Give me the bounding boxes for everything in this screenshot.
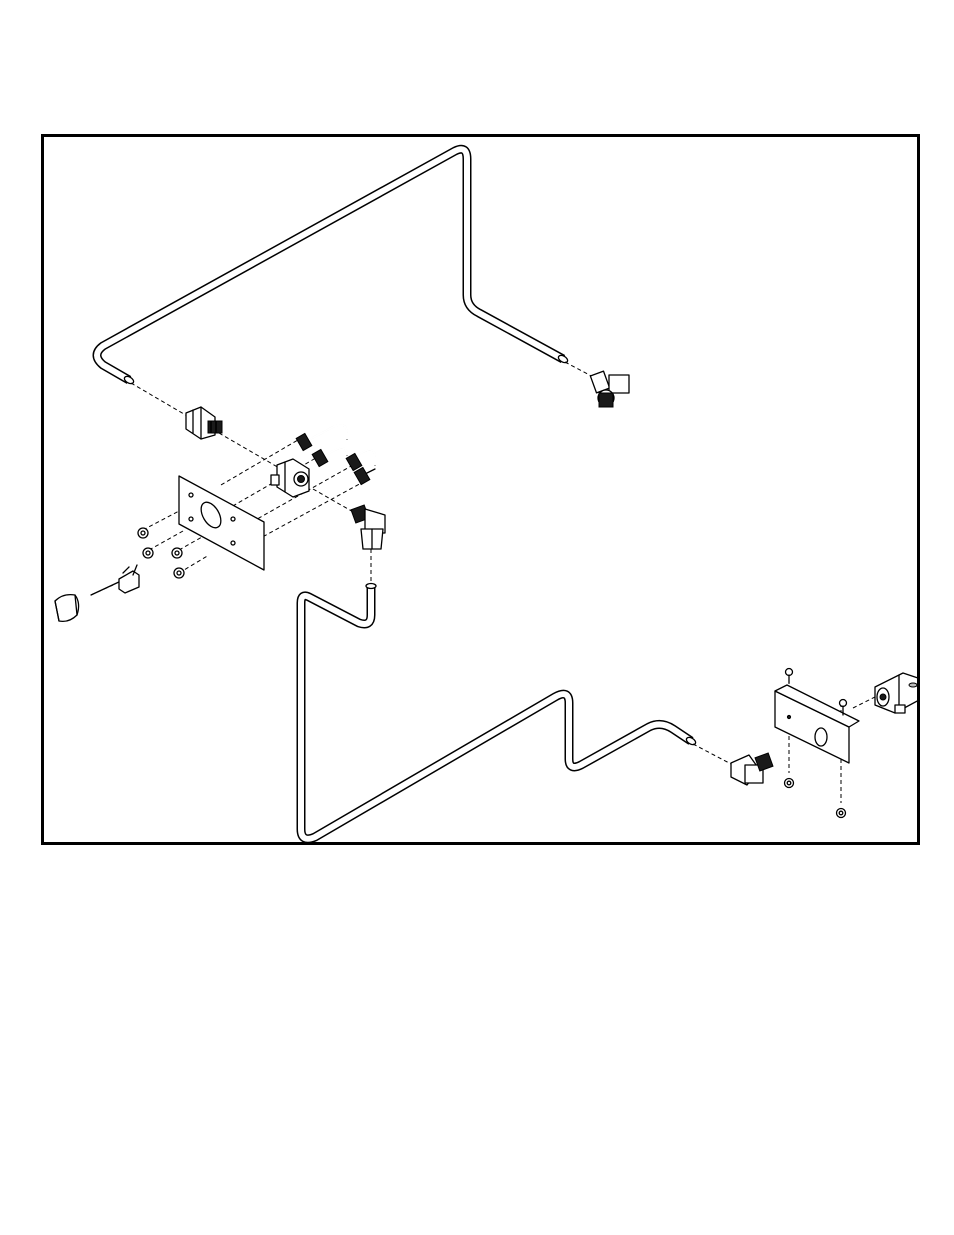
inline-fitting	[875, 673, 917, 713]
bracket-screw	[786, 669, 793, 684]
lower-tube	[301, 584, 697, 839]
hex-nut	[174, 568, 184, 578]
u-bolt	[296, 425, 347, 467]
elbow-fitting-middle	[351, 505, 385, 549]
exploded-assembly-diagram	[44, 137, 917, 842]
mounting-plate	[179, 476, 264, 570]
upper-tube	[97, 149, 569, 385]
elbow-fitting-bottom	[731, 753, 773, 785]
hex-nut	[837, 809, 846, 818]
elbow-fitting-top	[590, 371, 629, 407]
control-knob	[55, 595, 79, 622]
hex-nut	[138, 528, 148, 538]
valve-stem	[91, 565, 139, 595]
straight-connector	[186, 407, 222, 439]
bulkhead-fitting	[271, 459, 309, 497]
diagram-frame	[41, 134, 920, 845]
hex-nut	[785, 779, 794, 788]
mounting-bracket	[775, 685, 859, 763]
hex-nut	[172, 548, 182, 558]
hex-nut	[143, 548, 153, 558]
u-bolt	[346, 450, 375, 485]
